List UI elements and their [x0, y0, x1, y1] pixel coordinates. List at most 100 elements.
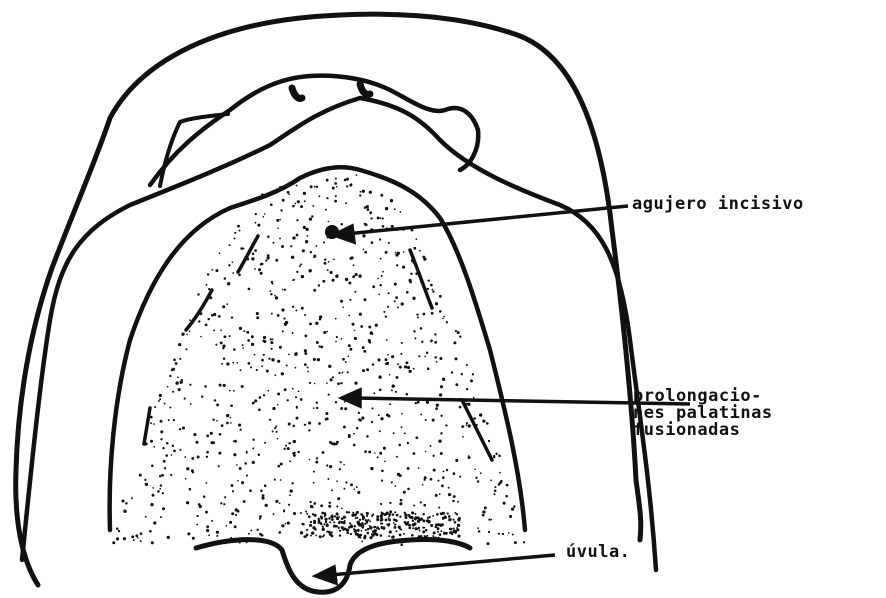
stipple-dot: [341, 521, 344, 524]
stipple-dot: [300, 512, 302, 514]
stipple-dot: [328, 221, 330, 223]
stipple-dot: [367, 208, 370, 211]
stipple-dot: [468, 455, 470, 457]
stipple-dot: [341, 508, 343, 510]
stipple-dot: [252, 461, 255, 464]
stipple-dot: [380, 258, 382, 260]
stipple-dot: [251, 335, 254, 338]
stipple-dot: [356, 533, 359, 536]
stipple-dot: [377, 358, 380, 361]
stipple-dot: [322, 528, 325, 531]
stipple-dot: [186, 467, 189, 470]
stipple-dot: [251, 257, 254, 260]
stipple-dot: [212, 418, 214, 420]
stipple-dot: [350, 533, 352, 535]
stipple-dot: [438, 507, 440, 509]
stipple-dot: [289, 494, 291, 496]
stipple-dot: [459, 406, 462, 409]
stipple-dot: [363, 350, 366, 353]
stipple-dot: [437, 531, 439, 533]
stipple-dot: [359, 194, 361, 196]
stipple-dot: [216, 535, 218, 537]
stipple-dot: [288, 504, 290, 506]
stipple-dot: [396, 264, 398, 266]
stipple-dot: [247, 339, 250, 342]
stipple-dot: [430, 284, 433, 287]
stipple-dot: [412, 519, 414, 521]
stipple-dot: [319, 318, 322, 321]
stipple-dot: [206, 482, 208, 484]
stipple-dot: [482, 510, 485, 513]
stipple-dot: [352, 512, 354, 514]
stipple-dot: [391, 225, 394, 228]
stipple-dot: [256, 312, 259, 315]
stipple-dot: [161, 474, 164, 477]
stipple-dot: [364, 450, 367, 453]
stipple-dot: [322, 526, 324, 528]
stipple-dot: [441, 523, 444, 526]
stipple-dot: [394, 526, 397, 529]
stipple-dot: [498, 533, 500, 535]
stipple-dot: [160, 438, 162, 440]
stipple-dot: [162, 492, 164, 494]
stipple-dot: [400, 353, 402, 355]
stipple-dot: [350, 524, 352, 526]
stipple-dot: [304, 424, 306, 426]
stipple-dot: [275, 259, 278, 262]
stipple-dot: [277, 360, 280, 363]
stipple-dot: [224, 335, 227, 338]
stipple-dot: [326, 331, 328, 333]
stipple-dot: [514, 541, 517, 544]
stipple-dot: [292, 306, 294, 308]
stipple-dot: [199, 312, 202, 315]
stipple-dot: [442, 378, 445, 381]
stipple-dot: [385, 512, 388, 515]
stipple-dot: [339, 520, 341, 522]
stipple-dot: [353, 444, 356, 447]
stipple-dot: [216, 531, 219, 534]
stipple-dot: [448, 493, 451, 496]
stipple-dot: [270, 293, 272, 295]
stipple-dot: [293, 440, 296, 443]
stipple-dot: [316, 401, 318, 403]
stipple-dot: [366, 532, 369, 535]
stipple-dot: [239, 327, 242, 330]
stipple-dot: [329, 521, 331, 523]
stipple-dot: [216, 403, 219, 406]
stipple-dot: [288, 423, 291, 426]
stipple-dot: [399, 474, 402, 477]
stipple-dot: [295, 367, 297, 369]
stipple-dot: [479, 413, 482, 416]
stipple-dot: [423, 257, 426, 260]
stipple-dot: [454, 521, 457, 524]
stipple-dot: [378, 375, 381, 378]
stipple-dot: [437, 480, 439, 482]
stipple-dot: [354, 330, 356, 332]
stipple-dot: [440, 385, 443, 388]
stipple-dot: [169, 406, 171, 408]
stipple-dot: [328, 531, 331, 534]
stipple-dot: [182, 426, 185, 429]
stipple-dot: [513, 505, 515, 507]
stipple-dot: [366, 520, 368, 522]
stipple-dot: [279, 219, 281, 221]
stipple-dot: [264, 484, 267, 487]
stipple-dot: [451, 371, 453, 373]
stipple-dot: [487, 542, 490, 545]
stipple-dot: [291, 256, 294, 259]
stipple-dot: [427, 367, 430, 370]
stipple-dot: [336, 443, 338, 445]
stipple-dot: [372, 285, 375, 288]
stipple-dot: [462, 436, 464, 438]
stipple-dot: [378, 294, 380, 296]
stipple-dot: [339, 468, 341, 470]
stipple-dot: [311, 215, 313, 217]
stipple-dot: [334, 200, 337, 203]
stipple-dot: [230, 422, 232, 424]
stipple-dot: [190, 403, 192, 405]
stipple-dot: [258, 408, 261, 411]
stipple-dot: [248, 362, 251, 365]
stipple-dot: [263, 354, 265, 356]
stipple-dot: [186, 334, 188, 336]
